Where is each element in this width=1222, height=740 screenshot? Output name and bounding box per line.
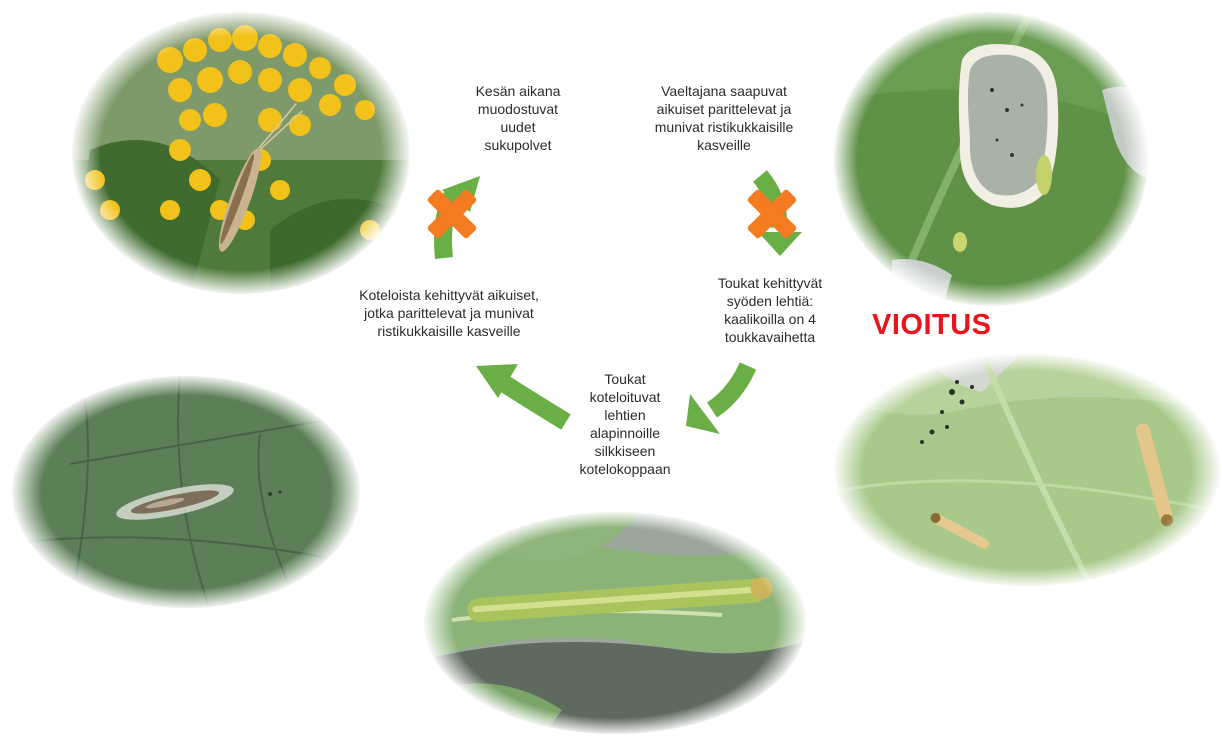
arrow-bottom-left: [476, 364, 566, 422]
label-larvae-feeding: Toukat kehittyvät syöden lehtiä: kaaliko…: [700, 274, 840, 346]
arrow-bottom-right: [686, 366, 748, 434]
damage-highlight-label: VIOITUS: [872, 309, 1032, 342]
label-migrant-adults: Vaeltajana saapuvat aikuiset paritteleva…: [624, 82, 824, 154]
label-adults-emerge: Koteloista kehittyvät aikuiset, jotka pa…: [334, 286, 564, 340]
label-pupation: Toukat koteloituvat lehtien alapinnoille…: [560, 370, 690, 478]
label-summer-generations: Kesän aikana muodostuvat uudet sukupolve…: [448, 82, 588, 154]
